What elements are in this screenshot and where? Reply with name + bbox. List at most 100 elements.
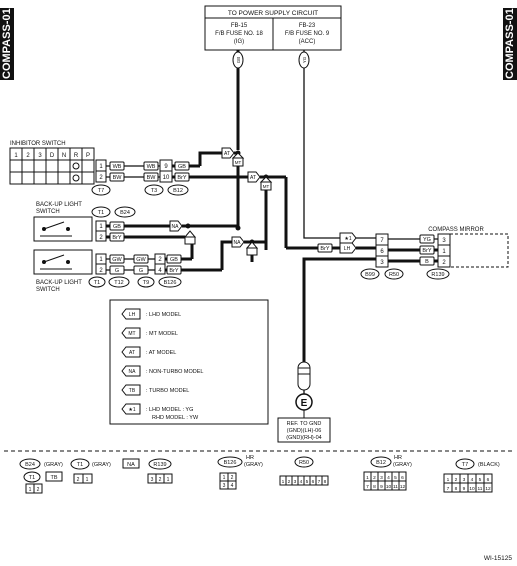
backup1-title-2: SWITCH (36, 209, 60, 215)
mirror-connector-labels: B99 R50 R139 (360, 268, 450, 280)
bottom-b24: B24 (25, 462, 35, 468)
bottom-b12-hr: HR (394, 455, 402, 461)
figure-id: WI-15125 (484, 555, 513, 562)
at-tag-1: AT (221, 147, 235, 159)
ground-e: E (301, 398, 308, 409)
ground-ref-2: (GND)(LH)-06 (287, 428, 322, 434)
svg-text:2: 2 (231, 475, 234, 481)
conn-b12: B12 (173, 188, 183, 194)
conn-r50: R50 (389, 272, 399, 278)
mid-wire-gb: GB (178, 164, 186, 170)
svg-text:3: 3 (294, 479, 297, 485)
svg-text:MT: MT (235, 160, 242, 165)
bottom-t1: T1 (77, 462, 83, 468)
legend-text: : AT MODEL (146, 350, 176, 356)
legend-tag: TB (129, 388, 136, 394)
power-supply-box: TO POWER SUPPLY CIRCUIT FB-15 F/B FUSE N… (204, 5, 342, 51)
wire-ig-label-badge (232, 51, 244, 69)
svg-text:1: 1 (223, 475, 226, 481)
ground-ref-1: REF. TO GND (287, 421, 322, 427)
svg-text:2: 2 (37, 487, 40, 493)
bottom-t1b: T1 (29, 475, 35, 481)
mirror-wire-yg: YG (423, 237, 431, 243)
bottom-b12: B12 (376, 460, 386, 466)
mirror-title: COMPASS MIRROR (428, 227, 484, 233)
bottom-connectors: B24 (GRAY) T1 (GRAY) NA T1 TB 1 2 2 1 R1… (19, 455, 500, 494)
backup2-connector-labels: T1 T12 T9 B126 (88, 276, 182, 288)
svg-text:9: 9 (463, 486, 466, 492)
backup-switch-1: BACK-UP LIGHT SWITCH (33, 202, 93, 242)
mid-pin-9: 9 (164, 164, 168, 170)
svg-text:NA: NA (234, 240, 242, 246)
fb23-acc: (ACC) (299, 39, 316, 45)
legend-row: MT: MT MODEL (121, 327, 178, 339)
backup2-wire-gw: GW (112, 257, 122, 263)
svg-text:7: 7 (366, 484, 369, 490)
backup2-title-1: BACK-UP LIGHT (36, 280, 82, 286)
svg-text:LH: LH (344, 246, 351, 252)
inhibitor-pos-0: 1 (14, 153, 18, 159)
svg-text:4: 4 (300, 479, 303, 485)
svg-text:2: 2 (373, 475, 376, 481)
svg-text:AT: AT (250, 175, 256, 181)
inhibitor-pin-2: 2 (99, 175, 103, 181)
svg-text:1: 1 (167, 477, 170, 483)
inhibitor-pos-3: D (50, 153, 55, 159)
legend-row: TB: TURBO MODEL (121, 384, 189, 396)
conn-backup2-t12: T12 (114, 280, 123, 286)
ground-symbol: E REF. TO GND (GND)(LH)-06 (GND)(RH)-04 (277, 310, 331, 443)
svg-text:2: 2 (159, 477, 162, 483)
legend-tag: NA (129, 369, 137, 375)
svg-text:3: 3 (151, 477, 154, 483)
mid-conn-pin-7: 7 (380, 238, 384, 244)
bottom-r139: R139 (153, 462, 166, 468)
svg-text:7: 7 (447, 486, 450, 492)
mid-conn-pin-3: 3 (380, 260, 384, 266)
backup1-title-1: BACK-UP LIGHT (36, 202, 82, 208)
svg-text:6: 6 (487, 477, 490, 483)
bottom-na: NA (127, 462, 135, 468)
lh-tag-mirror: LH (339, 242, 357, 254)
svg-text:1: 1 (447, 477, 450, 483)
svg-text:2: 2 (77, 477, 80, 483)
conn-r139: R139 (431, 272, 444, 278)
bottom-b126-hr: HR (246, 455, 254, 461)
svg-text:AT: AT (224, 151, 230, 157)
svg-text:★1: ★1 (344, 236, 351, 242)
na-tag-2: NA (231, 236, 245, 248)
fb23-id: FB-23 (299, 23, 316, 29)
mirror-wire-bry: BrY (422, 248, 432, 254)
legend-tag: MT (128, 331, 135, 337)
legend-text: : LHD MODEL : YG (146, 407, 193, 413)
mid-wire-bw: BW (147, 175, 157, 181)
bottom-b126-color: (GRAY) (244, 462, 263, 468)
svg-text:1: 1 (366, 475, 369, 481)
backup2-pin-2: 2 (99, 268, 103, 274)
svg-text:3: 3 (380, 475, 383, 481)
at-tag-2: AT (247, 171, 261, 183)
backup-switch-2: BACK-UP LIGHT SWITCH (33, 249, 93, 293)
svg-text:5: 5 (394, 475, 397, 481)
svg-text:5: 5 (479, 477, 482, 483)
svg-text:1: 1 (29, 487, 32, 493)
backup1-pin-2: 2 (99, 235, 103, 241)
fb15-id: FB-15 (231, 23, 248, 29)
conn-b99: B99 (365, 272, 375, 278)
inhibitor-pos-5: R (74, 153, 79, 159)
svg-text:4: 4 (231, 483, 234, 489)
legend-tag: AT (129, 350, 135, 356)
mid-conn-pin-6: 6 (380, 249, 384, 255)
inhibitor-wire-bw: BW (113, 175, 123, 181)
mid-wire-wb: WB (147, 164, 156, 170)
conn-backup1-t1: T1 (98, 210, 104, 216)
backup1-wire-gb: GB (113, 224, 121, 230)
svg-text:5: 5 (306, 479, 309, 485)
mirror-wire-mid: BrY (320, 246, 330, 252)
conn-t3: T3 (151, 188, 157, 194)
inhibitor-connector-labels: T7 T3 B12 (91, 184, 189, 196)
svg-text:NA: NA (172, 224, 180, 230)
tb-tag-1 (184, 236, 196, 245)
